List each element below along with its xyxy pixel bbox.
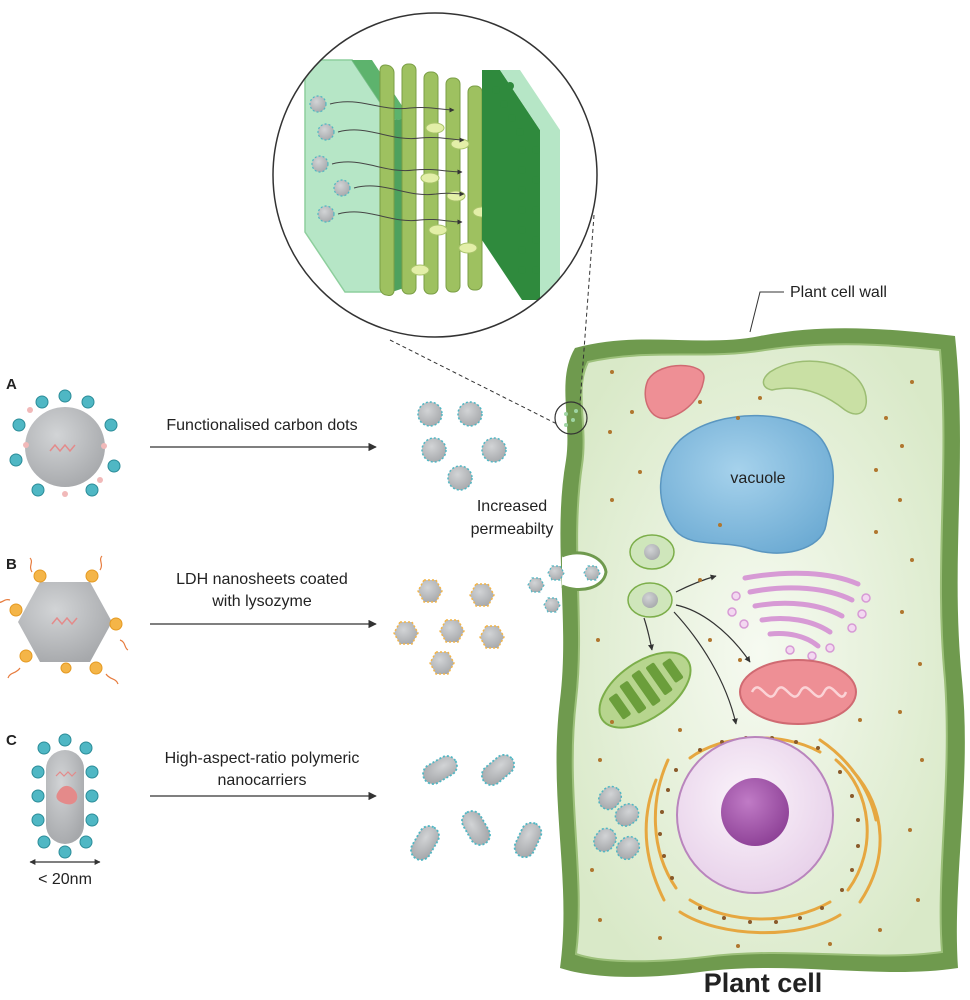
ldh-entering — [527, 565, 601, 613]
carbon-dot-cluster — [417, 401, 507, 491]
panel-b-letter: B — [6, 556, 17, 573]
ldh-nanosheet-large — [0, 555, 129, 685]
panel-b-label-line1: LDH nanosheets coated — [176, 571, 348, 588]
nucleus — [644, 736, 882, 935]
nanocarrier-cluster — [410, 753, 543, 861]
panel-b-label-line2: with lysozyme — [211, 593, 312, 610]
panel-a-label: Functionalised carbon dots — [166, 417, 357, 434]
golgi-apparatus — [742, 570, 861, 649]
cytoplasm-granules — [590, 370, 924, 948]
lysozyme-coat — [9, 569, 123, 675]
chloroplast — [598, 651, 692, 729]
internalised-nanocarriers — [593, 785, 641, 861]
carbon-dot-large — [9, 389, 121, 497]
plant-cell: vacuole — [554, 328, 965, 977]
trafficking-arrows — [643, 574, 751, 725]
zoom-source-circle — [554, 401, 588, 435]
plant-cell-title: Plant cell — [704, 968, 823, 998]
permeability-label-line1: Increased — [477, 498, 547, 515]
cellulose-fibres — [379, 63, 483, 297]
size-label: < 20nm — [38, 871, 92, 888]
panel-c: C < 20nm High-aspect-ratio polymeric nan… — [6, 732, 543, 888]
ldh-cluster — [393, 579, 505, 675]
panel-c-letter: C — [6, 732, 17, 749]
wall-pore — [561, 551, 608, 591]
plasma-membrane — [482, 70, 560, 300]
polymeric-nanocarrier-large — [31, 733, 99, 859]
cell-wall-callout: Plant cell wall — [749, 284, 887, 333]
vacuole — [659, 414, 834, 554]
panel-a-letter: A — [6, 376, 17, 393]
green-crescent — [762, 360, 867, 415]
positive-charges — [9, 389, 121, 497]
panel-c-label-line1: High-aspect-ratio polymeric — [165, 750, 360, 767]
cell-wall-zoom-inset — [272, 12, 598, 338]
endosome-lower — [627, 582, 673, 618]
mitochondrion — [739, 659, 857, 725]
inset-nanoparticles — [309, 95, 465, 225]
panel-c-label-line2: nanocarriers — [218, 772, 307, 789]
cell-wall-label: Plant cell wall — [790, 284, 887, 301]
golgi-vesicles — [727, 591, 871, 661]
nanocarrier-charges — [31, 733, 99, 859]
panel-a: A Functionalised carbon dots — [6, 376, 507, 497]
panel-b: B LDH nanosheets coated with lysozyme — [0, 555, 601, 685]
permeability-label-line2: permeabilty — [471, 521, 554, 538]
zoom-connector-lines — [389, 214, 595, 425]
vacuole-label: vacuole — [730, 470, 785, 487]
red-plastid — [644, 364, 705, 420]
nucleolus — [721, 778, 789, 846]
endosome-upper — [629, 534, 675, 570]
